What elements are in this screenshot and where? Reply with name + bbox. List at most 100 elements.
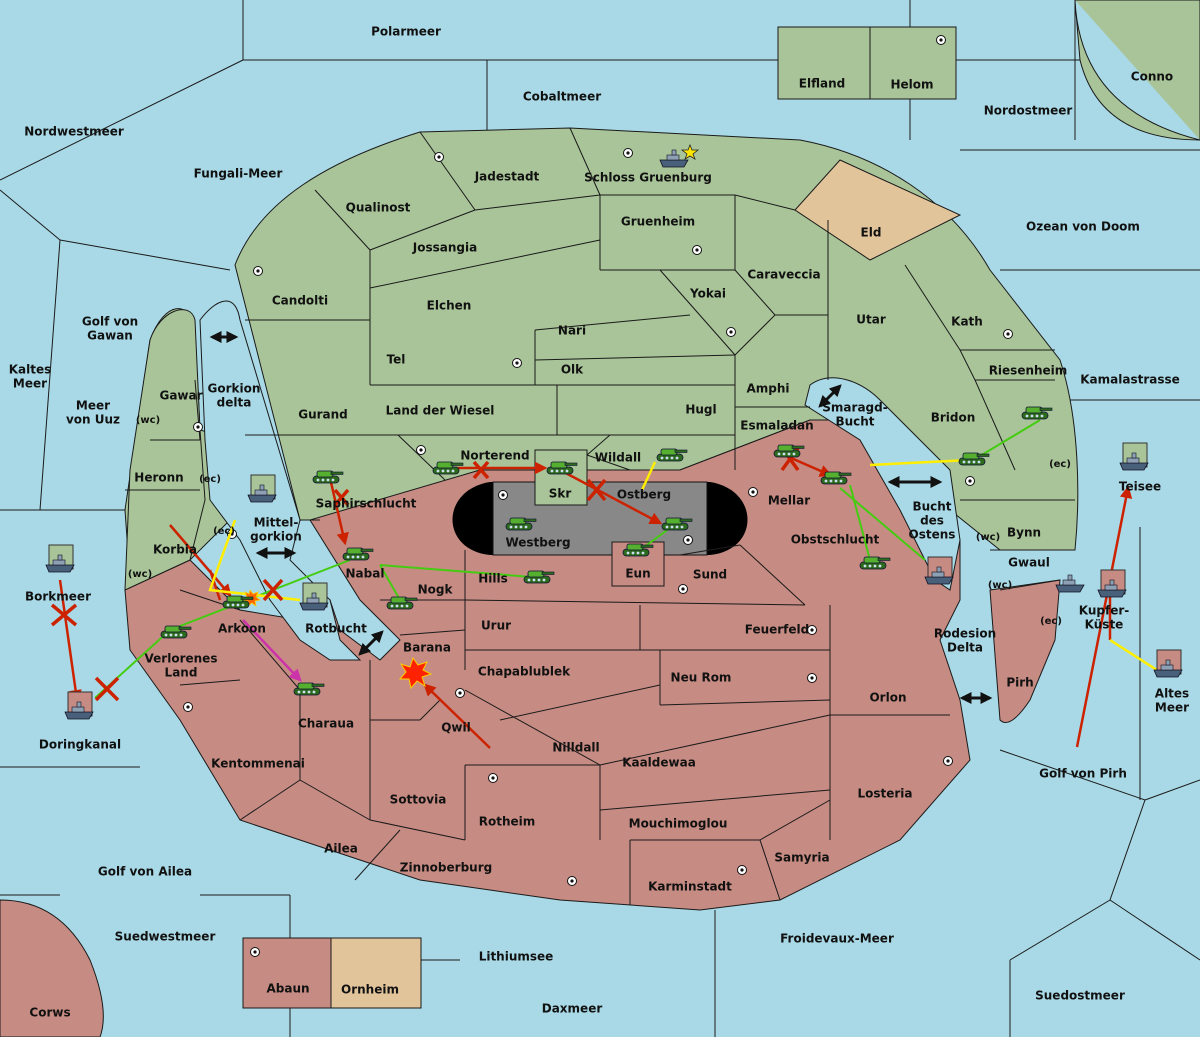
land-elfland[interactable]: [777, 26, 871, 100]
label-barana: Barana: [403, 641, 451, 655]
label-urur: Urur: [481, 619, 511, 633]
label-bynn: Bynn: [1007, 526, 1041, 540]
land-eld[interactable]: [794, 159, 962, 261]
smaragd-waterway[interactable]: [804, 377, 961, 591]
land-corws: [0, 899, 104, 1037]
label-saphirschlucht: Saphirschlucht: [316, 497, 417, 511]
label-elchen: Elchen: [427, 299, 472, 313]
tank-icon: [222, 595, 254, 609]
tank-icon: [656, 448, 688, 462]
label-nogk: Nogk: [418, 583, 454, 597]
label-nordostmeer: Nordostmeer: [984, 104, 1073, 118]
svg-text:Ostens: Ostens: [909, 528, 956, 542]
label-korbia: Korbia: [153, 543, 197, 557]
label-smaragd-bucht: Smaragd-: [822, 401, 887, 415]
label-lithiumsee: Lithiumsee: [479, 950, 554, 964]
label-esmaladan: Esmaladan: [740, 419, 813, 433]
label-doringkanal: Doringkanal: [39, 738, 121, 752]
label-helom: Helom: [890, 78, 933, 92]
label-amphi: Amphi: [746, 382, 789, 396]
label-nordwestmeer: Nordwestmeer: [24, 125, 124, 139]
label-meer-uuz: Meer: [76, 399, 110, 413]
label-golf-pirh: Golf von Pirh: [1039, 767, 1127, 781]
label-sund: Sund: [693, 568, 727, 582]
tank-icon: [859, 556, 891, 570]
land-pirh[interactable]: [989, 579, 1061, 723]
svg-text:Meer: Meer: [13, 377, 47, 391]
label-samyria: Samyria: [774, 851, 829, 865]
svg-text:(ec): (ec): [1040, 616, 1062, 627]
label-daxmeer: Daxmeer: [542, 1002, 603, 1016]
svg-text:(wc): (wc): [128, 569, 152, 580]
label-schloss-gruenburg: Schloss Gruenburg: [584, 171, 712, 185]
label-obstschlucht: Obstschlucht: [791, 533, 880, 547]
svg-text:(wc): (wc): [976, 532, 1000, 543]
label-corws: Corws: [29, 1006, 70, 1020]
tank-icon: [958, 452, 990, 466]
label-kupfer-kueste: Kupfer-: [1079, 604, 1129, 618]
label-jossangia: Jossangia: [412, 241, 477, 255]
label-froidevaux: Froidevaux-Meer: [780, 932, 894, 946]
label-losteria: Losteria: [857, 787, 912, 801]
label-nari: Nari: [558, 324, 586, 338]
northern-continent-green: [124, 127, 1079, 581]
label-tel: Tel: [387, 353, 406, 367]
label-teisee: Teisee: [1119, 480, 1161, 494]
label-olk: Olk: [561, 363, 584, 377]
label-gawar: Gawar: [159, 389, 202, 403]
label-caraveccia: Caraveccia: [747, 268, 820, 282]
red-land-labels: Mellar Obstschlucht Gwaul Nabal Nogk Hil…: [145, 494, 1050, 996]
label-mellar: Mellar: [768, 494, 810, 508]
land-ornheim[interactable]: [330, 937, 422, 1009]
tank-icon: [523, 570, 555, 584]
tank-icon: [312, 470, 344, 484]
label-westberg: Westberg: [505, 536, 570, 550]
tank-icon: [386, 596, 418, 610]
gorkion-waterway[interactable]: [199, 300, 362, 661]
tank-icon: [293, 682, 325, 696]
svg-text:Delta: Delta: [947, 641, 983, 655]
label-gwaul: Gwaul: [1008, 556, 1050, 570]
label-arkoon: Arkoon: [218, 622, 266, 636]
svg-text:delta: delta: [217, 396, 252, 410]
label-utar: Utar: [856, 313, 886, 327]
tank-icon: [160, 625, 192, 639]
tank-icon: [773, 444, 805, 458]
label-land-der-wiesel: Land der Wiesel: [386, 404, 495, 418]
fleet-units[interactable]: [45, 149, 1183, 720]
label-pirh: Pirh: [1006, 676, 1033, 690]
label-gorkion-delta: Gorkion: [208, 382, 261, 396]
svg-text:(ec): (ec): [1049, 459, 1071, 470]
coast-labels: (wc) (ec) (ec) (wc) (ec) (wc) (wc) (ec): [128, 415, 1071, 627]
tank-icon: [661, 517, 693, 531]
label-fungali: Fungali-Meer: [194, 167, 283, 181]
land-skr[interactable]: [534, 449, 588, 506]
label-gurand: Gurand: [298, 408, 348, 422]
label-altes-meer: Altes: [1155, 687, 1189, 701]
tank-icon: [546, 461, 578, 475]
label-qwil: Qwil: [441, 721, 471, 735]
tank-icon: [820, 471, 852, 485]
tank-icon: [432, 461, 464, 475]
gawar-peninsula: [124, 309, 206, 591]
tank-icon: [505, 517, 537, 531]
label-verlorenes-land: Verlorenes: [145, 652, 218, 666]
label-orlon: Orlon: [869, 691, 906, 705]
label-mittelgorkion: Mittel-: [254, 516, 299, 530]
label-rotbucht: Rotbucht: [305, 622, 367, 636]
label-elfland: Elfland: [799, 77, 845, 91]
svg-text:gorkion: gorkion: [250, 530, 302, 544]
label-cobaltmeer: Cobaltmeer: [523, 90, 601, 104]
label-kaltes-meer: Kaltes: [9, 363, 52, 377]
label-golf-ailea: Golf von Ailea: [98, 865, 192, 879]
label-kamalastrasse: Kamalastrasse: [1080, 373, 1180, 387]
label-mouchimoglou: Mouchimoglou: [629, 817, 728, 831]
label-feuerfeld: Feuerfeld: [745, 623, 810, 637]
svg-text:Gawan: Gawan: [87, 329, 133, 343]
label-ostberg: Ostberg: [617, 488, 671, 502]
label-neu-rom: Neu Rom: [671, 671, 732, 685]
label-suedwestmeer: Suedwestmeer: [115, 930, 216, 944]
tank-icon: [342, 547, 374, 561]
label-yokai: Yokai: [689, 287, 726, 301]
